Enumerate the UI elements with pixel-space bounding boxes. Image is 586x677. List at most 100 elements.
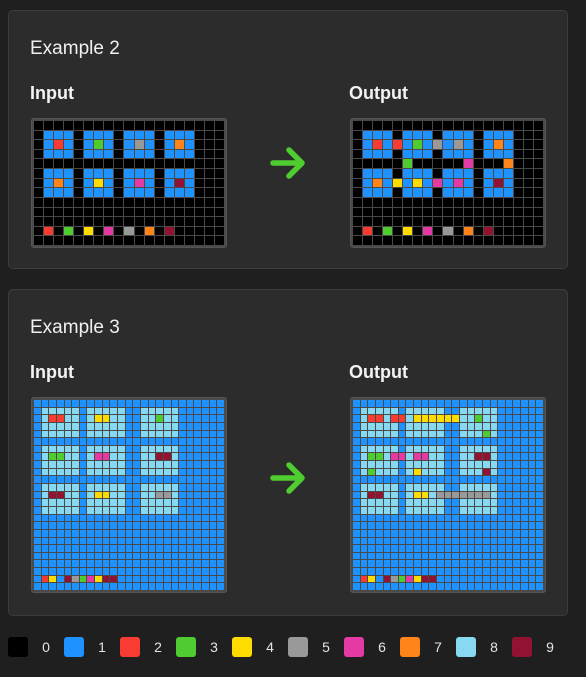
grid-cell[interactable] <box>79 575 87 583</box>
grid-cell[interactable] <box>125 552 133 560</box>
grid-cell[interactable] <box>194 568 202 575</box>
grid-cell[interactable] <box>414 552 421 560</box>
grid-cell[interactable] <box>49 545 56 552</box>
grid-cell[interactable] <box>498 575 505 583</box>
grid-cell[interactable] <box>353 552 360 560</box>
grid-cell[interactable] <box>521 484 528 491</box>
grid-cell[interactable] <box>429 560 437 568</box>
grid-cell[interactable] <box>34 453 41 461</box>
grid-cell[interactable] <box>398 514 406 522</box>
grid-cell[interactable] <box>174 217 184 226</box>
grid-cell[interactable] <box>373 130 383 140</box>
grid-cell[interactable] <box>186 583 194 590</box>
grid-cell[interactable] <box>363 149 373 159</box>
grid-cell[interactable] <box>353 514 360 522</box>
grid-cell[interactable] <box>391 552 398 560</box>
grid-cell[interactable] <box>437 537 444 545</box>
grid-cell[interactable] <box>118 422 125 430</box>
grid-cell[interactable] <box>49 522 56 529</box>
grid-cell[interactable] <box>154 236 164 245</box>
grid-cell[interactable] <box>179 575 186 583</box>
grid-cell[interactable] <box>102 407 110 415</box>
grid-cell[interactable] <box>56 430 64 438</box>
grid-cell[interactable] <box>41 461 49 468</box>
grid-cell[interactable] <box>363 130 373 140</box>
grid-cell[interactable] <box>383 537 391 545</box>
grid-cell[interactable] <box>429 484 437 491</box>
grid-cell[interactable] <box>406 400 414 407</box>
grid-cell[interactable] <box>398 537 406 545</box>
grid-cell[interactable] <box>536 422 543 430</box>
grid-cell[interactable] <box>49 430 56 438</box>
grid-cell[interactable] <box>56 506 64 514</box>
grid-cell[interactable] <box>179 499 186 506</box>
grid-cell[interactable] <box>368 476 375 484</box>
grid-cell[interactable] <box>437 438 444 445</box>
grid-cell[interactable] <box>74 169 84 178</box>
grid-cell[interactable] <box>452 484 459 491</box>
grid-cell[interactable] <box>433 140 443 149</box>
grid-cell[interactable] <box>179 568 186 575</box>
grid-cell[interactable] <box>536 529 543 537</box>
grid-cell[interactable] <box>133 499 140 506</box>
grid-cell[interactable] <box>72 407 79 415</box>
grid-cell[interactable] <box>433 236 443 245</box>
grid-cell[interactable] <box>148 552 156 560</box>
grid-cell[interactable] <box>353 445 360 453</box>
grid-cell[interactable] <box>95 430 102 438</box>
grid-cell[interactable] <box>140 484 148 491</box>
grid-cell[interactable] <box>393 159 403 169</box>
grid-cell[interactable] <box>79 476 87 484</box>
grid-cell[interactable] <box>87 484 95 491</box>
grid-cell[interactable] <box>453 169 463 178</box>
grid-cell[interactable] <box>444 453 452 461</box>
grid-cell[interactable] <box>194 159 204 169</box>
grid-cell[interactable] <box>94 140 104 149</box>
grid-cell[interactable] <box>41 514 49 522</box>
grid-cell[interactable] <box>214 130 224 140</box>
grid-cell[interactable] <box>209 453 217 461</box>
grid-cell[interactable] <box>194 415 202 422</box>
grid-cell[interactable] <box>528 552 536 560</box>
grid-cell[interactable] <box>133 568 140 575</box>
grid-cell[interactable] <box>463 188 473 197</box>
grid-cell[interactable] <box>79 522 87 529</box>
grid-cell[interactable] <box>217 575 224 583</box>
grid-cell[interactable] <box>406 583 414 590</box>
grid-cell[interactable] <box>163 499 171 506</box>
grid-cell[interactable] <box>87 476 95 484</box>
grid-cell[interactable] <box>41 560 49 568</box>
grid-cell[interactable] <box>64 430 72 438</box>
grid-cell[interactable] <box>124 197 134 207</box>
grid-cell[interactable] <box>34 169 44 178</box>
grid-cell[interactable] <box>483 217 493 226</box>
grid-cell[interactable] <box>421 514 429 522</box>
grid-cell[interactable] <box>437 430 444 438</box>
grid-cell[interactable] <box>443 207 453 217</box>
grid-cell[interactable] <box>513 407 521 415</box>
grid-cell[interactable] <box>171 461 179 468</box>
grid-cell[interactable] <box>521 514 528 522</box>
grid-cell[interactable] <box>443 178 453 188</box>
grid-cell[interactable] <box>202 476 209 484</box>
grid-cell[interactable] <box>467 514 475 522</box>
grid-cell[interactable] <box>56 415 64 422</box>
grid-cell[interactable] <box>124 140 134 149</box>
grid-cell[interactable] <box>413 226 423 236</box>
grid-cell[interactable] <box>406 499 414 506</box>
grid-cell[interactable] <box>398 430 406 438</box>
grid-cell[interactable] <box>421 445 429 453</box>
grid-cell[interactable] <box>421 499 429 506</box>
grid-cell[interactable] <box>363 188 373 197</box>
grid-cell[interactable] <box>163 568 171 575</box>
grid-cell[interactable] <box>521 400 528 407</box>
grid-cell[interactable] <box>459 552 467 560</box>
grid-cell[interactable] <box>482 506 490 514</box>
grid-cell[interactable] <box>383 226 393 236</box>
grid-cell[interactable] <box>217 529 224 537</box>
grid-cell[interactable] <box>398 484 406 491</box>
grid-cell[interactable] <box>94 178 104 188</box>
grid-cell[interactable] <box>353 506 360 514</box>
grid-cell[interactable] <box>368 400 375 407</box>
grid-cell[interactable] <box>483 159 493 169</box>
